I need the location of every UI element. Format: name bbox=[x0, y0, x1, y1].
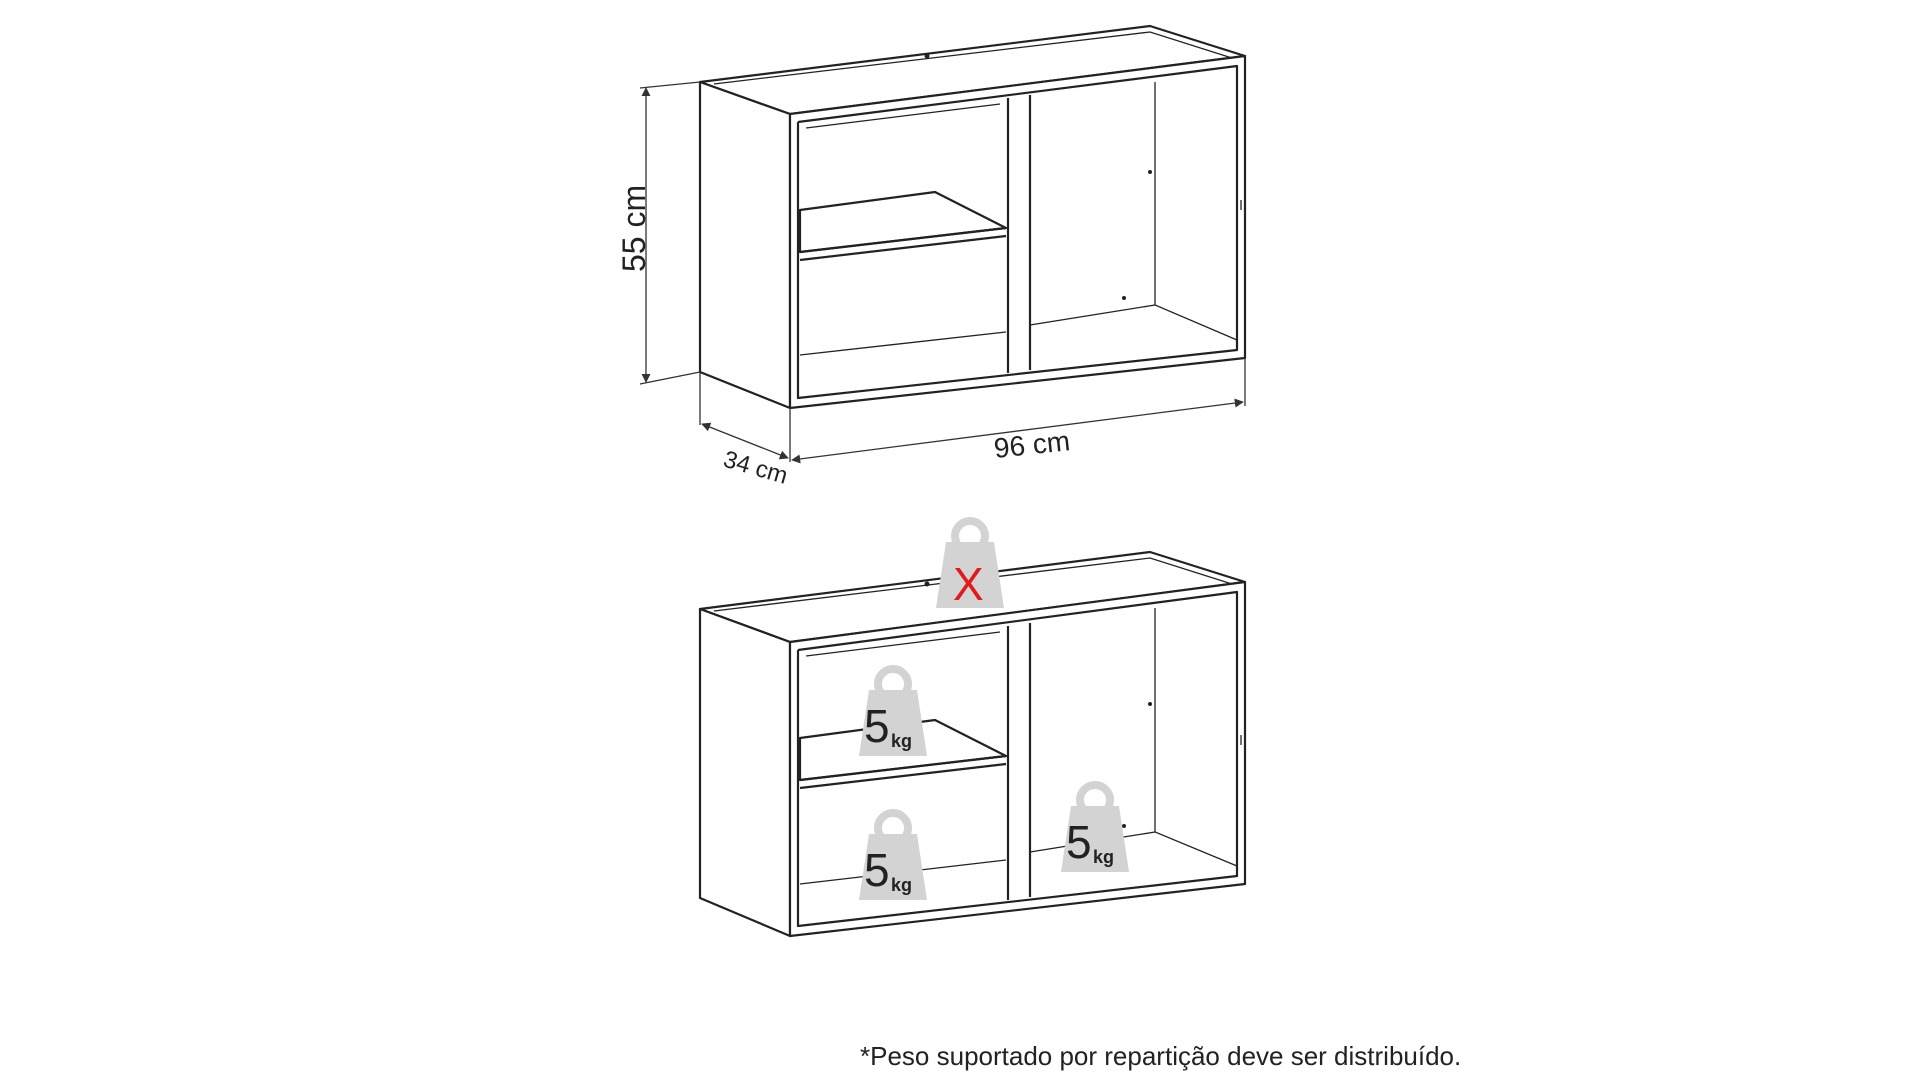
not-allowed-mark: X bbox=[953, 558, 984, 610]
weight-value: 5 bbox=[864, 700, 890, 752]
depth-dimension-label: 34 cm bbox=[720, 446, 790, 490]
weight-icon-shelf-upper-left: 5 kg bbox=[859, 665, 927, 756]
weight-unit: kg bbox=[891, 875, 912, 895]
cabinet-dimensioned bbox=[698, 24, 1247, 410]
footnote: *Peso suportado por repartição deve ser … bbox=[860, 1041, 1462, 1071]
weight-icon-compartment-lower-left: 5 kg bbox=[859, 809, 927, 900]
weight-icon-top-not-allowed: X bbox=[936, 517, 1004, 610]
weight-unit: kg bbox=[891, 731, 912, 751]
dimension-lines bbox=[639, 81, 1246, 464]
weight-value: 5 bbox=[864, 844, 890, 896]
weight-icon-compartment-right: 5 kg bbox=[1061, 781, 1129, 872]
height-dimension-label: 55 cm bbox=[616, 185, 652, 272]
weight-unit: kg bbox=[1093, 847, 1114, 867]
width-dimension-label: 96 cm bbox=[992, 425, 1071, 464]
weight-value: 5 bbox=[1066, 816, 1092, 868]
